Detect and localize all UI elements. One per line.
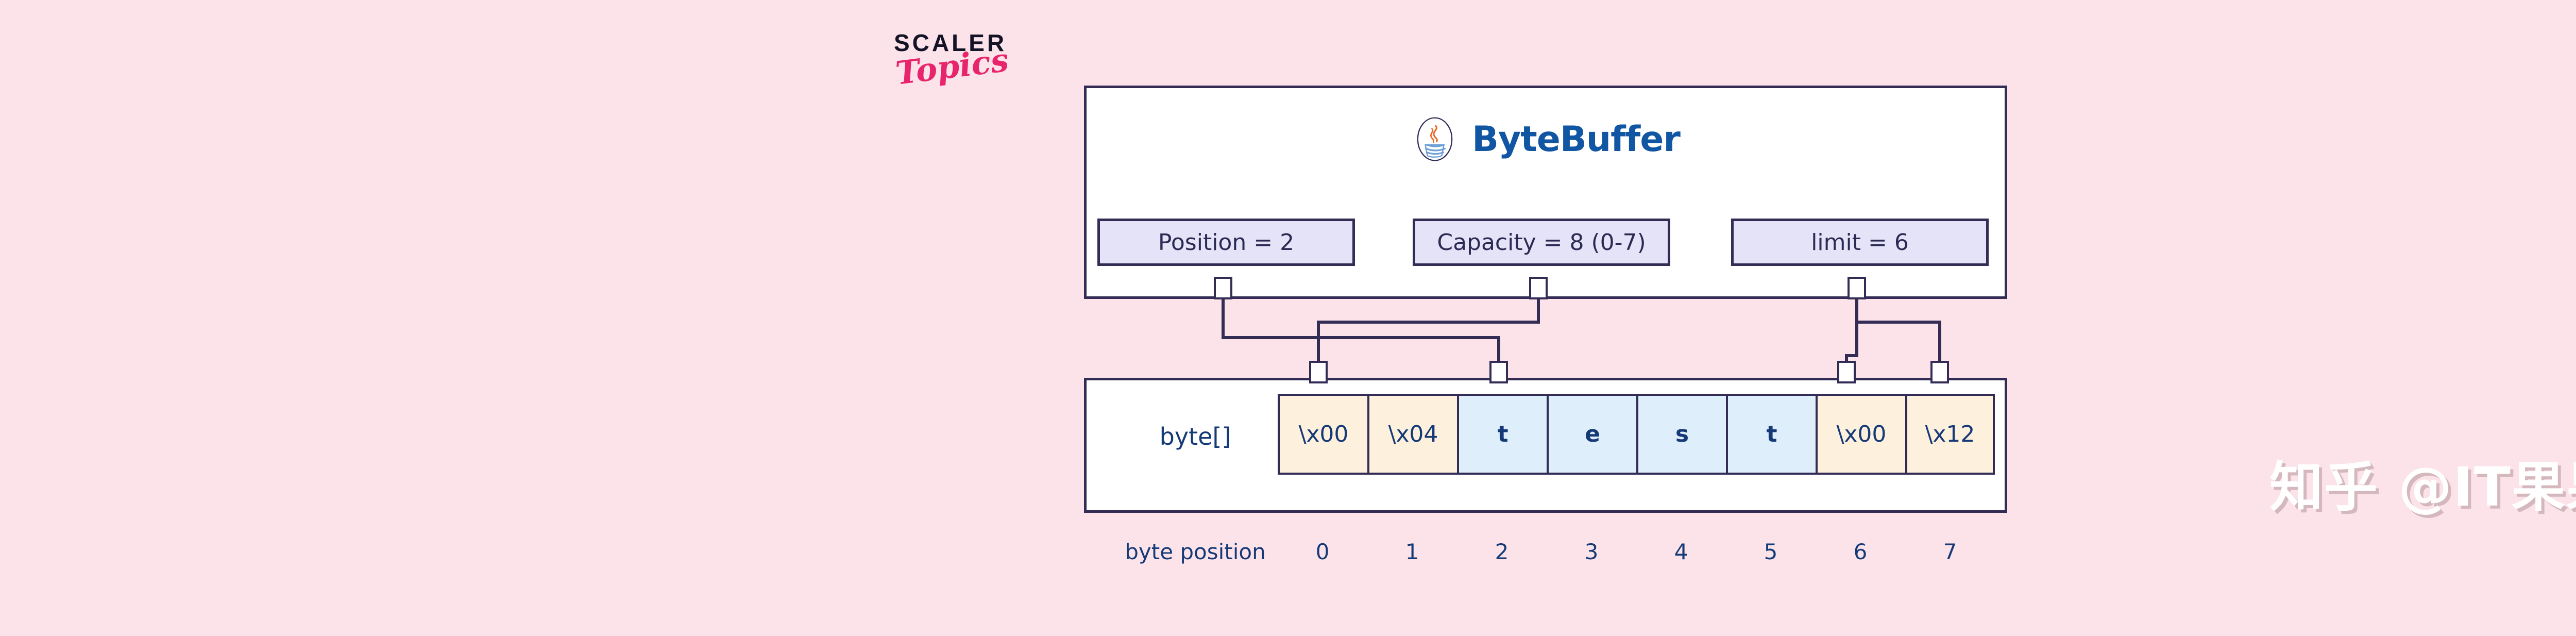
byte-position-row: byte position 0 1 2 3 4 5 6 7 — [1113, 536, 1995, 567]
byte-cell-6[interactable]: \x00 — [1816, 394, 1905, 475]
java-coffee-cup-icon — [1417, 117, 1453, 161]
position-box[interactable]: Position = 2 — [1097, 219, 1359, 270]
page-title: ByteBuffer — [1472, 119, 1681, 160]
scaler-topics-logo: SCALER Topics — [893, 29, 1012, 113]
diagram-title-row: ByteBuffer — [1084, 108, 2007, 170]
byte-position-2: 2 — [1495, 539, 1509, 564]
byte-position-1: 1 — [1405, 539, 1419, 564]
position-connector-stub — [1214, 277, 1232, 299]
capacity-box[interactable]: Capacity = 8 (0-7) — [1413, 219, 1674, 270]
byte-cell-5[interactable]: t — [1726, 394, 1816, 475]
cell-connector-stub-capacity-end — [1930, 361, 1949, 383]
byte-position-6: 6 — [1853, 539, 1868, 564]
cell-connector-stub-capacity-start — [1309, 361, 1328, 383]
capacity-box-label: Capacity = 8 (0-7) — [1437, 229, 1646, 256]
capacity-connector-stub — [1529, 277, 1548, 299]
byte-position-5: 5 — [1764, 539, 1778, 564]
position-box-label: Position = 2 — [1158, 229, 1295, 256]
byte-array-label: byte[] — [1159, 423, 1231, 450]
byte-cell-4[interactable]: s — [1636, 394, 1726, 475]
limit-connector-stub — [1848, 277, 1866, 299]
logo-wordmark: SCALER — [894, 29, 1007, 56]
zhihu-watermark: 知乎 @IT果果日记 — [2269, 456, 2576, 518]
byte-cell-2[interactable]: t — [1457, 394, 1547, 475]
byte-position-0: 0 — [1315, 539, 1330, 564]
byte-cell-0[interactable]: \x00 — [1278, 394, 1367, 475]
byte-cell-3[interactable]: e — [1547, 394, 1636, 475]
byte-cell-1[interactable]: \x04 — [1367, 394, 1457, 475]
byte-cell-7[interactable]: \x12 — [1905, 394, 1995, 475]
byte-position-label: byte position — [1125, 539, 1266, 564]
limit-box-label: limit = 6 — [1811, 229, 1909, 256]
limit-box[interactable]: limit = 6 — [1731, 219, 1992, 270]
cell-connector-stub-position — [1489, 361, 1508, 383]
cell-connector-stub-limit — [1837, 361, 1856, 383]
byte-position-7: 7 — [1943, 539, 1957, 564]
byte-position-3: 3 — [1584, 539, 1599, 564]
byte-position-4: 4 — [1674, 539, 1688, 564]
